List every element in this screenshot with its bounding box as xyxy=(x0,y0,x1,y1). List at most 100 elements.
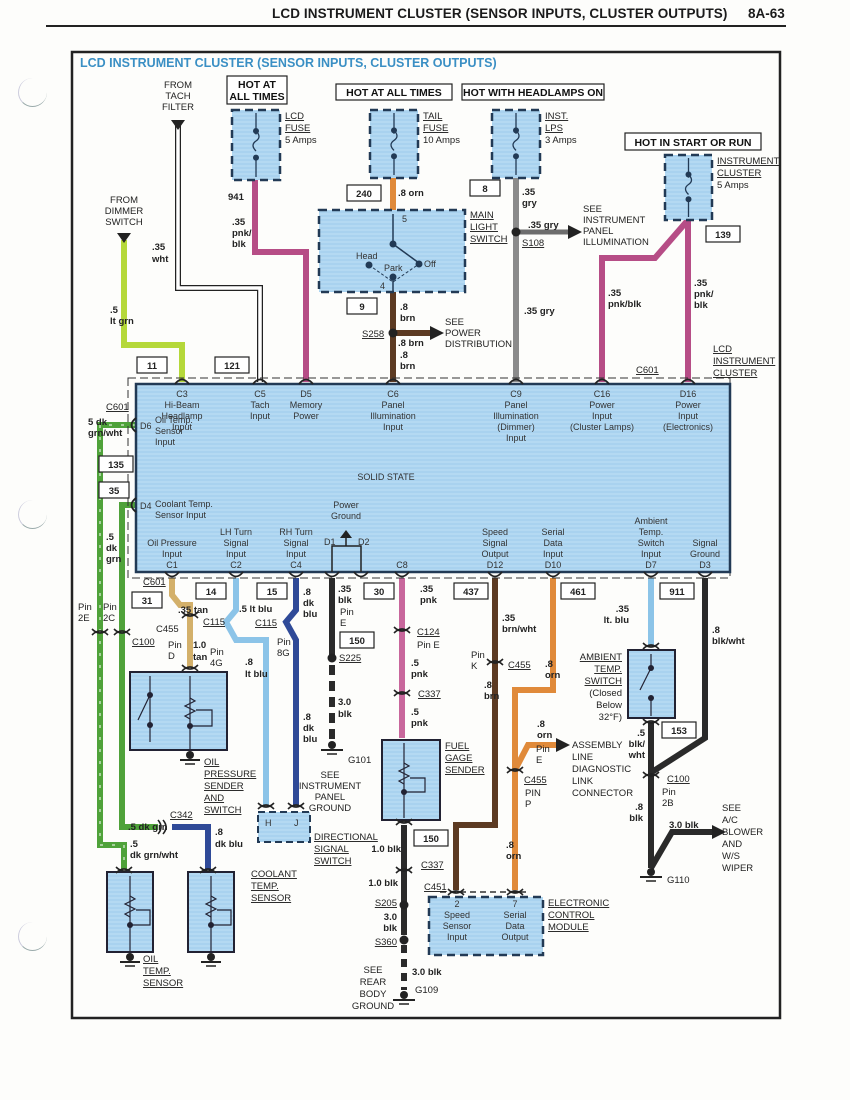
connector-terminal xyxy=(353,571,369,578)
fuse-cluster[interactable] xyxy=(663,153,714,222)
fuse-terminal xyxy=(391,127,397,134)
fuse-inst[interactable] xyxy=(490,108,542,180)
pin-desc: Signal xyxy=(223,538,248,548)
pin-label: Pin xyxy=(78,602,92,613)
ref-power-dist: POWER xyxy=(445,328,481,339)
circuit-number: 150 xyxy=(349,636,365,647)
oil-pressure-label: AND xyxy=(204,793,224,804)
connector-arc xyxy=(257,804,275,810)
coolant-label: TEMP. xyxy=(251,881,279,892)
circuit-box xyxy=(363,582,395,600)
circuit-box xyxy=(469,179,501,197)
pin-label: 2B xyxy=(662,798,674,809)
switch-name-3: SWITCH xyxy=(470,234,508,245)
dir-pin-j: J xyxy=(294,818,299,828)
fuse-gap xyxy=(253,134,259,156)
connector-arc xyxy=(115,868,133,874)
connector-arc xyxy=(486,658,504,664)
connector-arc xyxy=(199,868,217,874)
pin-desc: (Dimmer) xyxy=(497,422,535,432)
wire-label: lt grn xyxy=(110,316,134,327)
ambient-note: (Closed xyxy=(589,688,622,699)
connector-terminal xyxy=(288,571,304,578)
wiper xyxy=(404,777,426,793)
wire-label: 3.0 xyxy=(384,912,397,923)
grounds xyxy=(321,741,662,1005)
wire-label: pnk/blk xyxy=(608,299,642,310)
wire-label: .35 tan xyxy=(178,605,208,616)
connector-arc xyxy=(181,611,199,617)
ref-inst-panel-illum: PANEL xyxy=(583,226,613,237)
circuit-number: 153 xyxy=(671,726,687,737)
ambient-label: TEMP. xyxy=(594,664,622,675)
splice-s205: S205 xyxy=(375,898,397,909)
lcd-instrument-cluster[interactable] xyxy=(134,382,732,574)
circuit-box xyxy=(136,356,168,374)
splice xyxy=(511,227,521,237)
circuit-number: 240 xyxy=(356,189,372,200)
pin-id: C5 xyxy=(254,389,266,399)
wire-coolant xyxy=(172,824,211,870)
circuit-box xyxy=(346,297,378,315)
ground-dot xyxy=(186,751,194,759)
switch-name-1: MAIN xyxy=(470,210,494,221)
pin-id: D12 xyxy=(487,560,504,570)
wire-label: grn xyxy=(106,554,122,565)
pin-desc: Input xyxy=(162,549,183,559)
wire-label: .8 xyxy=(303,712,311,723)
fuse-gap xyxy=(391,133,397,155)
ref-rear-body: REAR xyxy=(360,977,387,988)
oil-temp-label: SENSOR xyxy=(143,978,183,989)
wire-label: brn/wht xyxy=(502,624,537,635)
fuse-element-icon xyxy=(512,129,520,151)
connector-c124: C124 xyxy=(417,627,440,638)
fuse-terminal xyxy=(253,154,259,161)
labels: FROMTACHFILTERFROMDIMMERSWITCH941.35pnk/… xyxy=(78,80,763,1012)
circuit-box xyxy=(98,455,134,473)
ref-inst-panel-ground: SEE xyxy=(320,770,339,781)
pin-desc: Oil Temp. xyxy=(155,415,193,425)
wire-label: .35 gry xyxy=(524,306,555,317)
pin-desc: Sensor xyxy=(155,426,184,436)
circuit-number: 437 xyxy=(463,587,479,598)
fuse-tail[interactable] xyxy=(368,108,420,180)
pin-label: K xyxy=(471,661,478,672)
oil-pressure-sender[interactable] xyxy=(129,671,228,751)
fuel-gage-label: FUEL xyxy=(445,741,469,752)
ecm-pin7: Output xyxy=(501,932,529,942)
pin-label: 2C xyxy=(103,613,115,624)
connector-terminal xyxy=(680,378,696,385)
wire-d3 xyxy=(650,578,708,775)
fuel-gage-sender[interactable] xyxy=(381,739,441,821)
ground-dot xyxy=(647,868,655,876)
contact xyxy=(648,665,654,671)
directional-signal-switch[interactable] xyxy=(257,811,311,843)
connector-arc xyxy=(257,802,275,808)
wire-c4 xyxy=(282,578,299,805)
pin-desc: Input xyxy=(383,422,404,432)
pin-id: D6 xyxy=(140,421,152,431)
wire-label: brn xyxy=(400,361,416,372)
oil-temp-label: TEMP. xyxy=(143,966,171,977)
splice-s258: S258 xyxy=(362,329,384,340)
fuse-rating: 5 Amps xyxy=(285,135,317,146)
pin-id: D4 xyxy=(140,501,152,511)
wire-label: 5 dk xyxy=(88,417,108,428)
pin-desc: Ambient xyxy=(634,516,668,526)
ref-ac-blower: WIPER xyxy=(722,863,753,874)
fuel-gage-label: SENDER xyxy=(445,765,485,776)
binder-hole xyxy=(18,78,47,107)
pin-desc: Tach xyxy=(250,400,269,410)
ecm-label: CONTROL xyxy=(548,910,594,921)
ref-aldl: LINE xyxy=(572,752,593,763)
circuit-box xyxy=(131,591,163,609)
sender-switch xyxy=(137,694,151,721)
ref-ac-blower: BLOWER xyxy=(722,827,763,838)
fuse-name: FUSE xyxy=(285,123,310,134)
pin-desc: Switch xyxy=(638,538,665,548)
fuse-lcd[interactable] xyxy=(230,108,282,182)
electronic-control-module[interactable] xyxy=(427,895,545,957)
wire-label: blk xyxy=(338,595,352,606)
wire-label: blk xyxy=(383,923,397,934)
